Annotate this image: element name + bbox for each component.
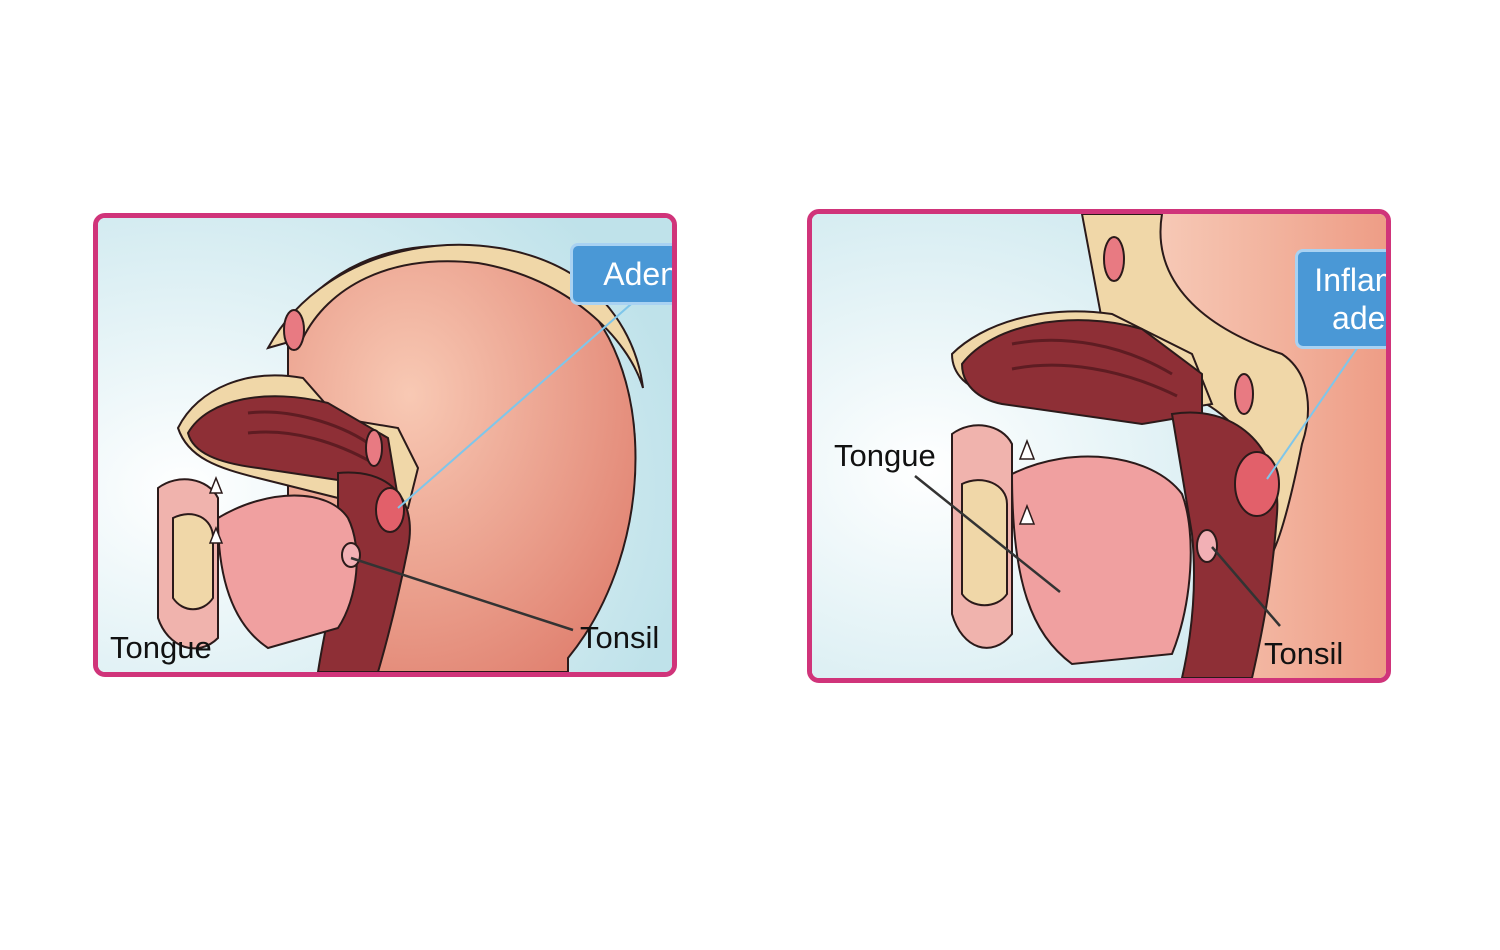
- skull-bone: [265, 243, 644, 389]
- adenoid-leader-line: [1266, 343, 1361, 480]
- tonsil-label: Tonsil: [1264, 636, 1344, 671]
- tongue-tissue: [216, 494, 358, 650]
- adenoid-tissue: [375, 487, 405, 533]
- adenoid-callout: Adenoid: [570, 243, 677, 305]
- nasal-cavity: [960, 319, 1203, 426]
- inflamed-head-illustration: [812, 214, 1386, 678]
- tonsil-tissue: [1196, 529, 1218, 563]
- inflamed-callout-line2: adenoid: [1332, 300, 1386, 336]
- inflamed-adenoid-panel: Inflammed adenoid Tongue Tonsil: [807, 209, 1391, 683]
- inflamed-adenoid-tissue: [1234, 451, 1280, 517]
- inflamed-adenoid-callout: Inflammed adenoid: [1295, 249, 1386, 349]
- tonsil-label: Tonsil: [580, 620, 660, 655]
- jaw-bone: [172, 513, 214, 611]
- tongue-tissue: [1010, 455, 1192, 666]
- tonsil-leader-line: [1211, 546, 1281, 627]
- tonsil-leader-line: [350, 556, 574, 632]
- adenoid-callout-text: Adenoid: [603, 256, 677, 292]
- normal-adenoid-panel: Adenoid Tongue Tonsil: [93, 213, 677, 677]
- tonsil-tissue: [341, 542, 361, 568]
- tongue-label: Tongue: [834, 438, 936, 473]
- adenoid-leader-line: [397, 297, 639, 509]
- inflamed-callout-line1: Inflammed: [1314, 262, 1386, 298]
- tongue-label: Tongue: [110, 630, 212, 665]
- tongue-leader-line: [914, 475, 1061, 593]
